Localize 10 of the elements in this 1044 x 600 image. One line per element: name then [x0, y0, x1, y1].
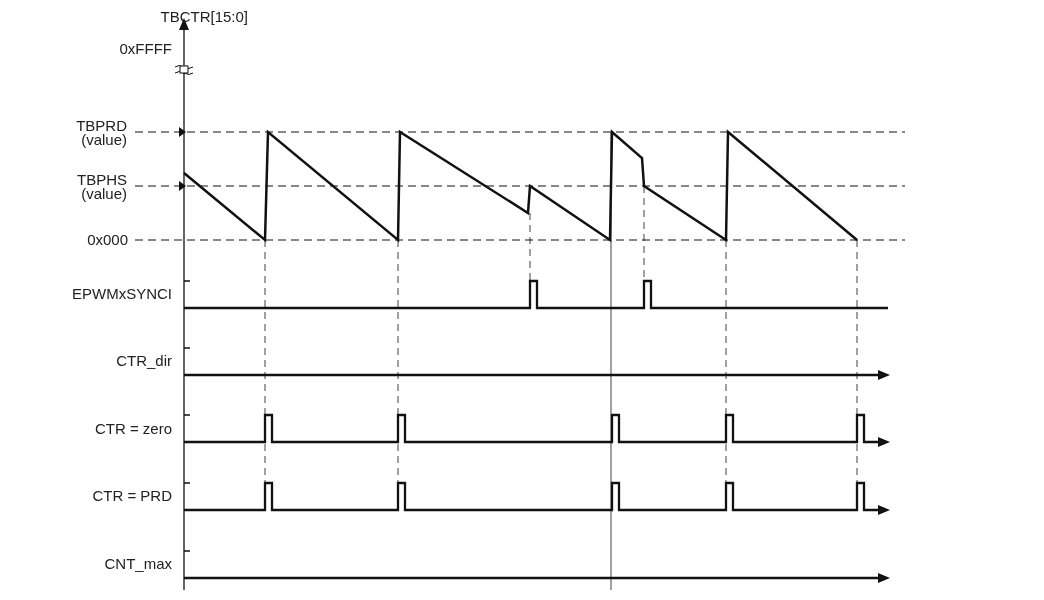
tick-label: TBPHS (value) — [76, 173, 127, 201]
tick-label: 0x000 — [87, 233, 128, 247]
tick-label: TBPRD (value) — [75, 119, 127, 147]
tick-label: 0xFFFF — [119, 42, 172, 56]
axis-label: TBCTR[15:0] — [160, 10, 248, 24]
signal-label: CTR = zero — [94, 422, 172, 436]
signal-label: CTR_dir — [116, 354, 172, 368]
signal-label: EPWMxSYNCI — [72, 287, 172, 301]
signal-label: CTR = PRD — [92, 489, 172, 503]
signal-label: CNT_max — [104, 557, 172, 571]
